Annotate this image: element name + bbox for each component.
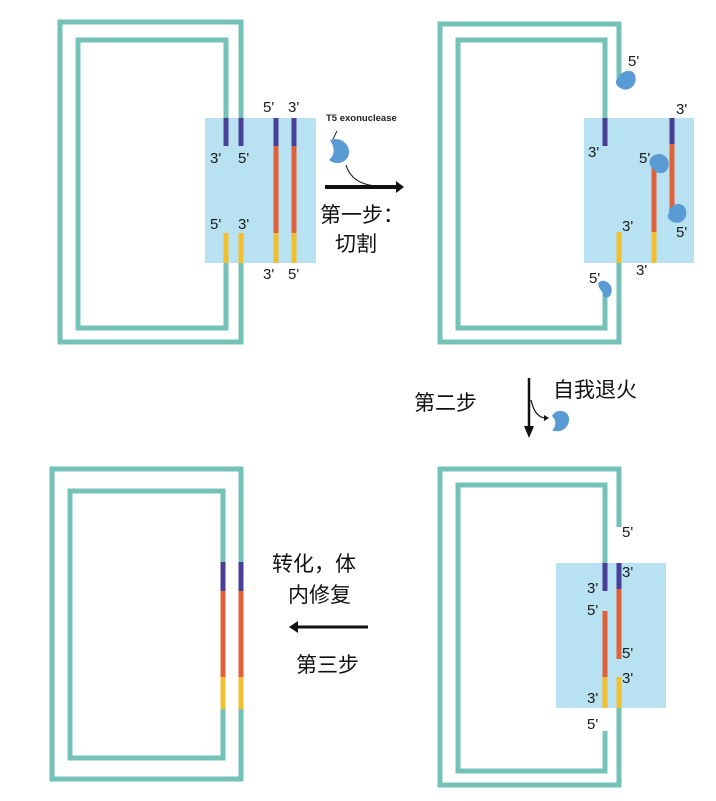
end-label-5prime: 5': [622, 645, 633, 662]
step2-action: 自我退火: [553, 378, 637, 402]
end-label-3prime: 3': [622, 564, 633, 581]
end-label-3prime: 3': [263, 266, 274, 283]
step2-arrowhead: [524, 426, 534, 438]
vector-outer-strand: [437, 21, 622, 345]
end-label-5prime: 5': [622, 524, 633, 541]
panel-annealed-intermediate: 5' 3' 3' 5' 5' 3' 3' 5': [437, 466, 666, 788]
step3-label: 第三步: [296, 653, 359, 677]
end-label-5prime: 5': [676, 224, 687, 241]
enzyme-label: T5 exonuclease: [326, 113, 397, 124]
step1-title: 第一步：: [320, 203, 404, 227]
homology-shade-box: [205, 118, 316, 263]
end-label-5prime: 5': [587, 602, 598, 619]
t5-exonuclease-icon: [667, 204, 687, 223]
end-label-3prime: 3': [238, 216, 249, 233]
step2-annotation: 第二步 自我退火: [414, 378, 637, 438]
step1-action: 切割: [335, 232, 377, 256]
curved-arrow: [345, 164, 379, 187]
t5-exonuclease-icon: [649, 154, 669, 174]
homology-shade-box: [556, 563, 666, 708]
end-label-3prime: 3': [288, 99, 299, 116]
t5-exonuclease-icon: [552, 410, 570, 432]
vector-outer-strand: [57, 19, 244, 345]
end-label-5prime: 5': [210, 216, 221, 233]
end-label-3prime: 3': [676, 101, 687, 118]
end-label-5prime: 5': [263, 99, 274, 116]
end-label-3prime: 3': [622, 218, 633, 235]
end-label-5prime: 5': [589, 270, 600, 287]
step2-label: 第二步: [414, 391, 477, 415]
curved-arrow: [530, 399, 547, 419]
end-label-3prime: 3': [210, 150, 221, 167]
curved-arrowhead: [544, 415, 549, 421]
step3-action-line1: 转化，体: [272, 552, 356, 576]
step3-arrowhead: [289, 621, 298, 633]
end-label-3prime: 3': [588, 144, 599, 161]
end-label-5prime: 5': [288, 266, 299, 283]
t5-exonuclease-icon: [615, 70, 636, 90]
t5-exonuclease-icon: [329, 138, 350, 164]
vector-inner-strand: [67, 488, 226, 761]
end-label-5prime: 5': [238, 150, 249, 167]
end-label-3prime: 3': [587, 580, 598, 597]
t5-exonuclease-icon: [598, 280, 612, 298]
vector-inner-strand: [75, 37, 229, 331]
vector-inner-strand: [455, 482, 608, 774]
end-label-5prime: 5': [587, 716, 598, 733]
end-label-5prime: 5': [639, 150, 650, 167]
end-label-5prime: 5': [628, 53, 639, 70]
step3-action-line2: 内修复: [288, 583, 351, 607]
panel-linearized-vector-and-insert: 3' 5' 5' 3' 5' 3' 3' 5': [57, 19, 316, 345]
end-label-3prime: 3': [636, 262, 647, 279]
end-label-3prime: 3': [587, 690, 598, 707]
enzyme-pointer-arrow: [332, 130, 338, 140]
vector-inner-strand: [455, 37, 608, 331]
panel-repaired-plasmid: [49, 466, 244, 782]
vector-outer-strand: [437, 466, 622, 788]
vector-outer-strand: [49, 466, 244, 782]
homology-shade-box: [584, 118, 694, 263]
end-label-3prime: 3': [622, 670, 633, 687]
panel-exonuclease-digested: 5' 3' 5' 3' 5' 3' 3' 5': [437, 21, 694, 345]
step1-arrowhead: [396, 181, 404, 193]
step1-annotation: T5 exonuclease 第一步： 切割: [320, 113, 404, 256]
step3-annotation: 转化，体 内修复 第三步: [272, 552, 368, 677]
